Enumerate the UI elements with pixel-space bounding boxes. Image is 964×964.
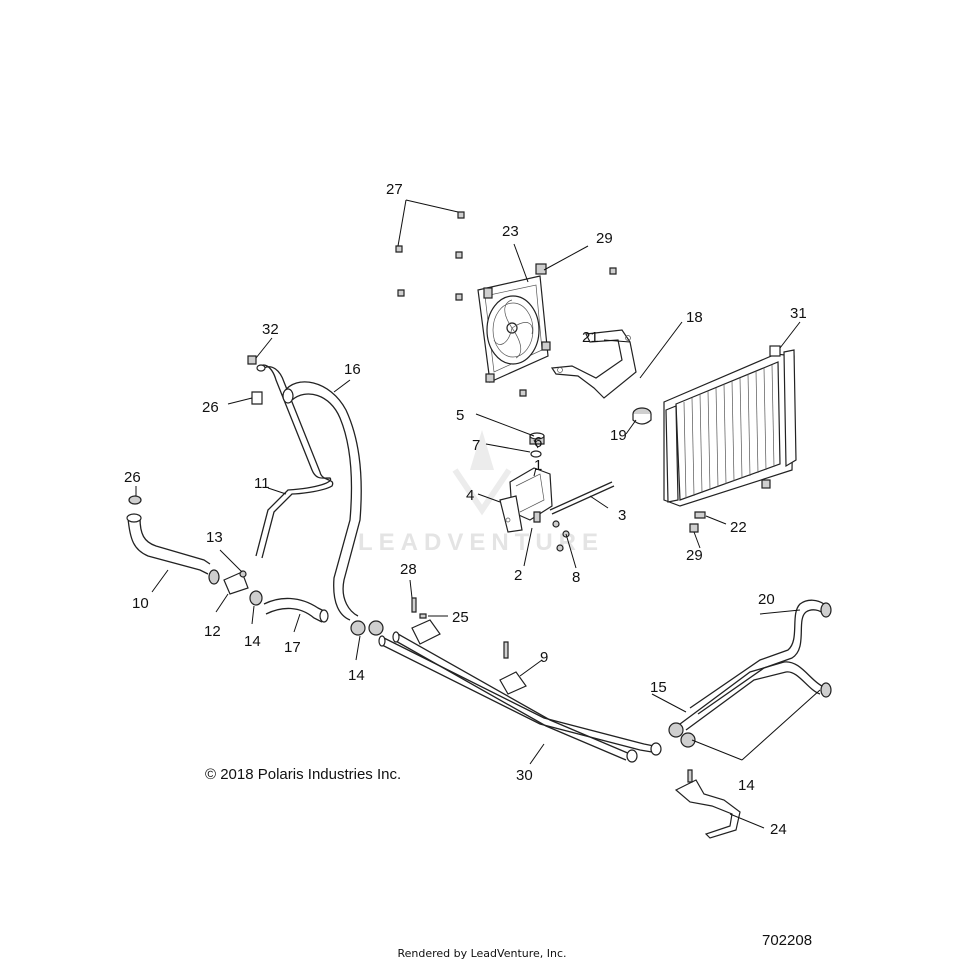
- callout-28: 28: [400, 561, 417, 578]
- callout-8: 8: [572, 569, 580, 586]
- coolant-reservoir: [499, 432, 553, 533]
- radiator: [663, 345, 797, 507]
- callout-22: 22: [730, 519, 747, 536]
- watermark-text: LEADVENTURE: [358, 529, 604, 556]
- callout-18: 18: [686, 309, 703, 326]
- diagram-id: 702208: [762, 932, 813, 949]
- radiator-cap: [632, 407, 652, 425]
- callout-6: 6: [534, 434, 542, 451]
- clamps-14-left: [350, 620, 384, 636]
- callout-27: 27: [386, 181, 403, 198]
- hose-15: [679, 661, 832, 731]
- callout-19: 19: [610, 427, 627, 444]
- callout-4: 4: [466, 487, 474, 504]
- callout-2: 2: [514, 567, 522, 584]
- callout-labels: 27 23 29 18 21 31 19 5 7 6 1 4 3 2 8 22 …: [124, 181, 807, 838]
- hose-17: [263, 597, 329, 623]
- callout-26a: 26: [202, 399, 219, 416]
- fan-bolts: [395, 211, 617, 397]
- callout-7: 7: [472, 437, 480, 454]
- callout-13: 13: [206, 529, 223, 546]
- fan-assembly: [477, 263, 551, 383]
- overflow-tube: [549, 481, 615, 515]
- callout-20: 20: [758, 591, 775, 608]
- hose-coupler: [208, 569, 263, 606]
- callout-9: 9: [540, 649, 548, 666]
- drain-fitting: [689, 511, 706, 533]
- callout-14c: 14: [738, 777, 755, 794]
- callout-3: 3: [618, 507, 626, 524]
- callout-24: 24: [770, 821, 787, 838]
- copyright-notice: © 2018 Polaris Industries Inc.: [205, 766, 402, 783]
- callout-30: 30: [516, 767, 533, 784]
- callout-12: 12: [204, 623, 221, 640]
- hose-16: [282, 381, 362, 621]
- bracket-24: [674, 769, 741, 839]
- callout-25: 25: [452, 609, 469, 626]
- coolant-pipes: [378, 631, 662, 763]
- callout-10: 10: [132, 595, 149, 612]
- callout-14b: 14: [348, 667, 365, 684]
- callout-26b: 26: [124, 469, 141, 486]
- rendered-by-footer: Rendered by LeadVenture, Inc.: [397, 947, 567, 960]
- callout-29: 29: [596, 230, 613, 247]
- clamps-14-right: [668, 722, 696, 748]
- hose-20: [689, 599, 832, 715]
- leader-lines: [135, 199, 821, 829]
- callout-17: 17: [284, 639, 301, 656]
- callout-32: 32: [262, 321, 279, 338]
- callout-23: 23: [502, 223, 519, 240]
- callout-29b: 29: [686, 547, 703, 564]
- callout-14a: 14: [244, 633, 261, 650]
- callout-11: 11: [254, 475, 270, 492]
- pipe-clamp-9: [499, 641, 527, 695]
- fan-bracket: [550, 329, 637, 399]
- callout-31: 31: [790, 305, 807, 322]
- callout-21: 21: [582, 329, 599, 346]
- callout-15: 15: [650, 679, 667, 696]
- callout-16: 16: [344, 361, 361, 378]
- leadventure-watermark: LEADVENTURE: [358, 430, 604, 556]
- hose-11: [255, 364, 334, 559]
- callout-5: 5: [456, 407, 464, 424]
- hose-cap: [247, 355, 263, 405]
- hose-10: [126, 495, 211, 575]
- callout-1: 1: [534, 457, 542, 474]
- pipe-clamp-25: [411, 597, 441, 645]
